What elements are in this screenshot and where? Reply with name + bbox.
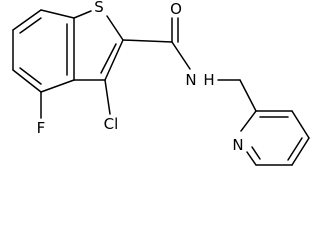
benzene-ring (12, 9, 75, 93)
bond-c4-c3a (40, 79, 75, 93)
thiophene-ring (73, 10, 124, 81)
atom-label-chlorine: Cl (104, 115, 119, 133)
bond-py-n-c2 (240, 110, 257, 132)
bond-py-c6-n-inner (251, 146, 261, 160)
atom-label-fluorine: F (37, 119, 46, 137)
amide-group (122, 17, 191, 70)
bond-c7-c6 (12, 9, 42, 31)
bond-ch2-c2py (239, 79, 257, 112)
bond-py-c6-n (246, 151, 257, 166)
bond-s-c2 (106, 15, 124, 41)
atom-label-amide-nitrogen: N (185, 71, 196, 89)
bond-py-c4-c5-inner (287, 137, 303, 161)
bond-carbonyl-n (171, 41, 191, 70)
bond-c7a-s (73, 10, 92, 19)
atom-label-oxygen: O (170, 0, 182, 18)
bond-c7-c6-inner (19, 17, 42, 34)
bond-c5-c4 (12, 69, 42, 93)
bond-c7a-c7 (40, 9, 75, 19)
bond-c2-c3-inner (100, 43, 117, 74)
pyridine-ring (240, 110, 310, 166)
bond-c2-c3 (104, 39, 124, 81)
chemical-structure: S O N H Cl F N (12, 0, 310, 166)
bond-py-c3-c4 (291, 110, 310, 139)
bond-c5-c4-inner (19, 67, 42, 85)
bond-py-c4-c5 (291, 137, 310, 166)
atom-label-sulfur: S (94, 0, 104, 16)
bond-c2-carbonyl (122, 39, 173, 43)
bond-c3-cl (104, 79, 111, 115)
atom-label-amide-hydrogen: H (203, 71, 214, 89)
atom-label-pyridine-nitrogen: N (232, 136, 243, 154)
